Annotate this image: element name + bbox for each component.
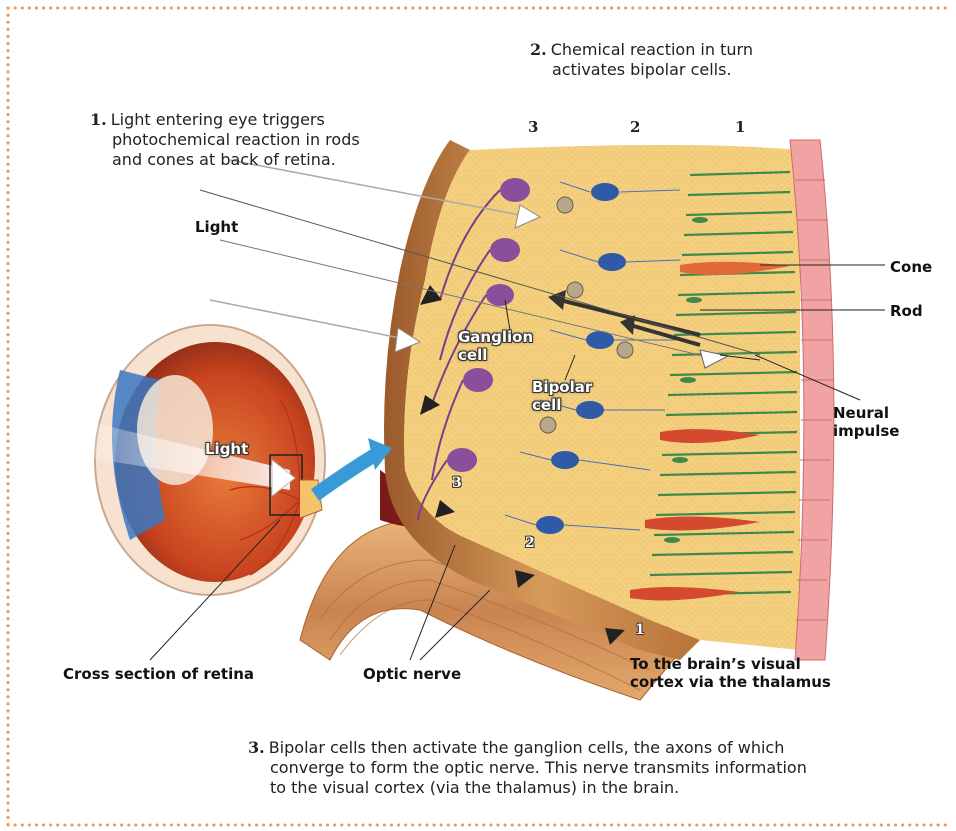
caption-3-line-3: to the visual cortex (via the thalamus) …	[248, 778, 807, 798]
ganglion-cell-line-1: Ganglion	[458, 328, 533, 346]
caption-1-number: 1.	[90, 110, 107, 129]
bipolar-cell-line-1: Bipolar	[532, 378, 592, 396]
ganglion-cell-line-2: cell	[458, 346, 533, 364]
layer-number-3: 3	[528, 118, 538, 136]
caption-1-line-3: and cones at back of retina.	[90, 150, 360, 170]
pathway-number-3: 3	[452, 475, 462, 491]
light-label-top: Light	[195, 218, 238, 236]
caption-3-line-2: converge to form the optic nerve. This n…	[248, 758, 807, 778]
caption-2-number: 2.	[530, 40, 547, 59]
eye-illustration	[40, 325, 325, 595]
neural-impulse-label: Neural impulse	[833, 404, 899, 440]
caption-3-number: 3.	[248, 738, 265, 757]
optic-nerve-label: Optic nerve	[363, 665, 461, 683]
to-brain-label: To the brain’s visual cortex via the tha…	[630, 655, 831, 691]
ganglion-cell-label: Ganglion cell	[458, 328, 533, 364]
light-label-eye: Light	[205, 440, 248, 458]
rod-label: Rod	[890, 302, 923, 320]
caption-step-1: 1.Light entering eye triggers photochemi…	[90, 110, 360, 170]
cross-section-label: Cross section of retina	[63, 665, 254, 683]
pathway-number-2: 2	[525, 535, 535, 551]
caption-2-line-1: Chemical reaction in turn	[551, 40, 753, 59]
cone-label: Cone	[890, 258, 932, 276]
caption-1-line-1: Light entering eye triggers	[111, 110, 325, 129]
bipolar-cell-line-2: cell	[532, 396, 592, 414]
to-brain-line-1: To the brain’s visual	[630, 655, 831, 673]
pathway-number-1: 1	[635, 622, 645, 638]
neural-impulse-line-1: Neural	[833, 404, 899, 422]
neural-impulse-line-2: impulse	[833, 422, 899, 440]
caption-1-line-2: photochemical reaction in rods	[90, 130, 360, 150]
layer-number-1: 1	[735, 118, 745, 136]
layer-number-2: 2	[630, 118, 640, 136]
caption-3-line-1: Bipolar cells then activate the ganglion…	[269, 738, 785, 757]
caption-step-3: 3.Bipolar cells then activate the gangli…	[248, 738, 807, 798]
caption-step-2: 2.Chemical reaction in turn activates bi…	[530, 40, 753, 80]
bipolar-cell-label: Bipolar cell	[532, 378, 592, 414]
to-brain-line-2: cortex via the thalamus	[630, 673, 831, 691]
caption-2-line-2: activates bipolar cells.	[530, 60, 753, 80]
